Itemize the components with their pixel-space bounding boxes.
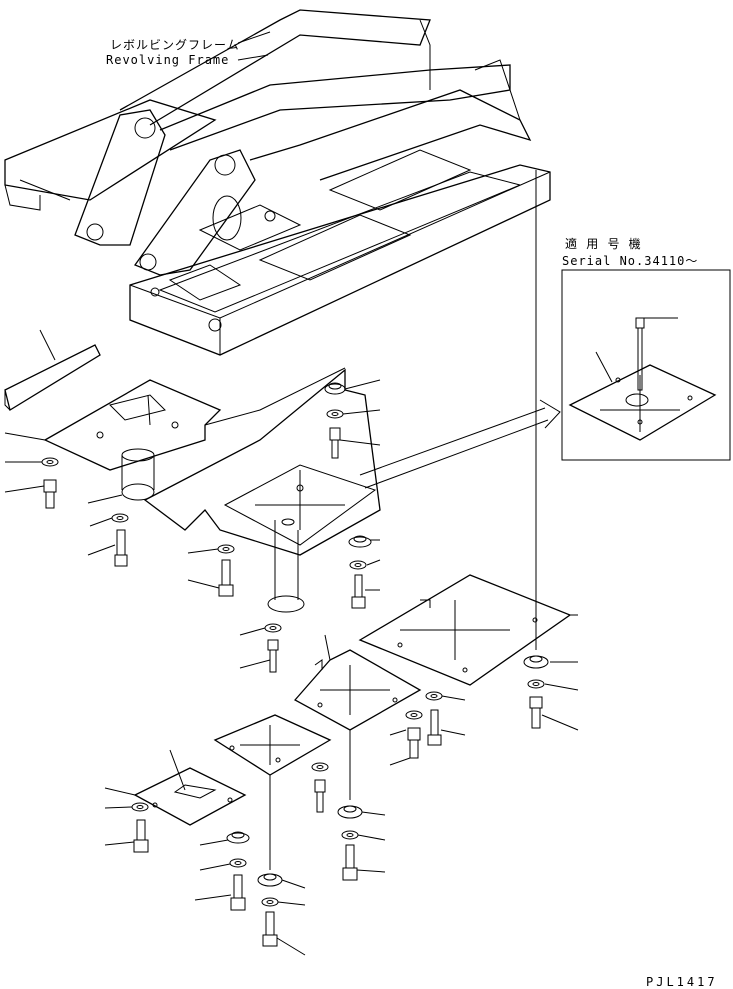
reference-arrow [359, 399, 561, 489]
serial-number: Serial No.34110～ [562, 254, 699, 268]
serial-title: 適 用 号 機 [565, 237, 642, 251]
serial-inset-box [561, 269, 731, 461]
cover-plate-middle [293, 634, 466, 881]
cover-plate-center [143, 367, 381, 613]
revolving-frame [4, 9, 551, 356]
washer-bolt-left [4, 457, 59, 509]
frame-label-jp: レボルビングフレーム [110, 38, 240, 52]
cover-plate-right [358, 170, 579, 731]
cover-plate-bottom-left [104, 749, 250, 911]
washer-bolt-left-2 [87, 513, 129, 567]
cover-plate-small [213, 714, 332, 956]
drawing-code: PJL1417 [646, 975, 718, 989]
washer-bolt-center [187, 379, 381, 673]
frame-label-en: Revolving Frame [106, 53, 230, 67]
